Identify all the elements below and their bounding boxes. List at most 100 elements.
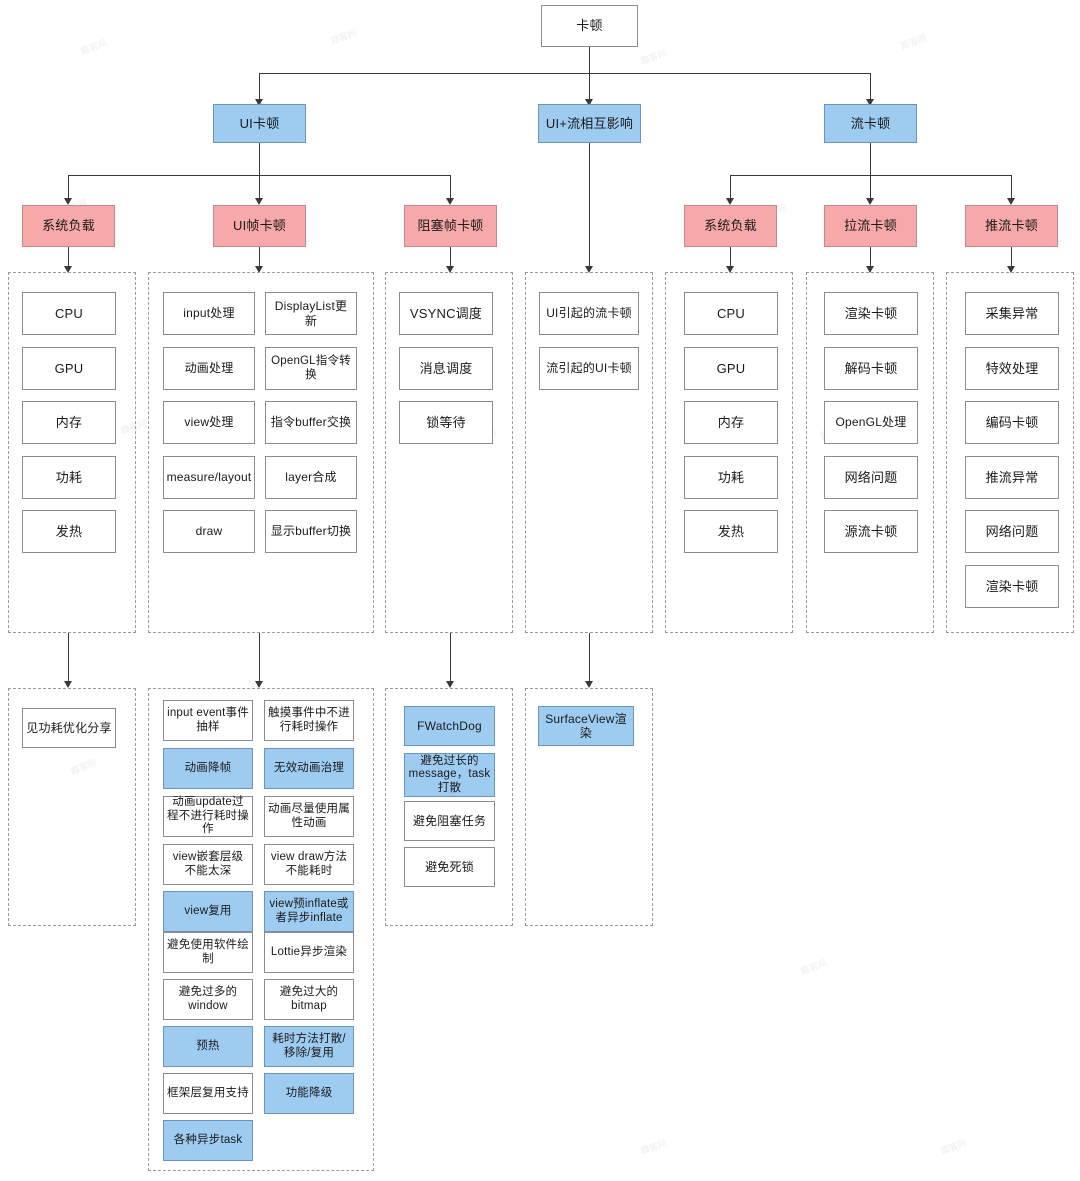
connector-ui-c3 [450, 175, 451, 201]
connector-red5-down [870, 247, 871, 269]
node-system-load-ui[interactable]: 系统负载 [22, 205, 115, 247]
leaf-label: DisplayList更新 [274, 299, 348, 328]
sol-avoid-large-bitmap[interactable]: 避免过大的bitmap [264, 979, 354, 1020]
node-pull-stream-stutter[interactable]: 拉流卡顿 [824, 205, 917, 247]
node-system-load-ui-label: 系统负载 [42, 218, 95, 234]
leaf-render-stutter-pull[interactable]: 渲染卡顿 [824, 292, 918, 335]
leaf-animation-process[interactable]: 动画处理 [163, 347, 255, 390]
node-ui-frame-stutter[interactable]: UI帧卡顿 [213, 205, 306, 247]
leaf-heat-stream[interactable]: 发热 [684, 510, 778, 553]
leaf-opengl-instruction-convert[interactable]: OpenGL指令转换 [265, 347, 357, 390]
sol-framework-reuse-support[interactable]: 框架层复用支持 [163, 1073, 253, 1114]
sol-no-heavy-work-in-touch[interactable]: 触摸事件中不进行耗时操作 [264, 700, 354, 741]
sol-avoid-deadlock[interactable]: 避免死锁 [404, 847, 495, 887]
leaf-push-abnormal[interactable]: 推流异常 [965, 456, 1059, 499]
leaf-cpu-ui[interactable]: CPU [22, 292, 116, 335]
connector-red4-down [730, 247, 731, 269]
leaf-cpu-stream[interactable]: CPU [684, 292, 778, 335]
leaf-ui-causes-stream-stutter[interactable]: UI引起的流卡顿 [539, 292, 639, 335]
leaf-label: 动画update过程不进行耗时操作 [167, 796, 249, 836]
leaf-memory-ui[interactable]: 内存 [22, 401, 116, 444]
leaf-display-buffer-swap[interactable]: 显示buffer切换 [265, 510, 357, 553]
leaf-network-issue-pull[interactable]: 网络问题 [824, 456, 918, 499]
leaf-opengl-process[interactable]: OpenGL处理 [824, 401, 918, 444]
sol-lottie-async-render[interactable]: Lottie异步渲染 [264, 932, 354, 973]
leaf-gpu-stream[interactable]: GPU [684, 347, 778, 390]
node-root[interactable]: 卡顿 [541, 5, 638, 47]
group-pull-stream-stutter [806, 272, 934, 633]
leaf-layer-composite[interactable]: layer合成 [265, 456, 357, 499]
sol-fwatchdog[interactable]: FWatchDog [404, 706, 495, 746]
sol-no-heavy-work-in-animation-update[interactable]: 动画update过程不进行耗时操作 [163, 796, 253, 837]
leaf-power-stream[interactable]: 功耗 [684, 456, 778, 499]
leaf-input-process[interactable]: input处理 [163, 292, 255, 335]
leaf-vsync-schedule[interactable]: VSYNC调度 [399, 292, 493, 335]
leaf-measure-layout[interactable]: measure/layout [163, 456, 255, 499]
sol-invalid-animation-governance[interactable]: 无效动画治理 [264, 748, 354, 789]
sol-shallow-view-hierarchy[interactable]: view嵌套层级不能太深 [163, 844, 253, 885]
leaf-label: input处理 [183, 306, 235, 321]
leaf-label: GPU [54, 360, 84, 376]
leaf-view-process[interactable]: view处理 [163, 401, 255, 444]
sol-animation-frame-drop[interactable]: 动画降帧 [163, 748, 253, 789]
leaf-network-issue-push[interactable]: 网络问题 [965, 510, 1059, 553]
sol-input-event-sampling[interactable]: input event事件抽样 [163, 700, 253, 741]
leaf-lock-wait[interactable]: 锁等待 [399, 401, 493, 444]
leaf-instruction-buffer-swap[interactable]: 指令buffer交换 [265, 401, 357, 444]
group-blocking-frame-stutter [385, 272, 513, 633]
sol-prefer-property-animation[interactable]: 动画尽量使用属性动画 [264, 796, 354, 837]
sol-avoid-too-many-windows[interactable]: 避免过多的window [163, 979, 253, 1020]
leaf-stream-causes-ui-stutter[interactable]: 流引起的UI卡顿 [539, 347, 639, 390]
leaf-label: 见功耗优化分享 [26, 720, 112, 735]
leaf-label: CPU [716, 305, 746, 321]
sol-feature-degradation[interactable]: 功能降级 [264, 1073, 354, 1114]
sol-power-optimization-share[interactable]: 见功耗优化分享 [22, 708, 116, 748]
sol-view-draw-not-heavy[interactable]: view draw方法不能耗时 [264, 844, 354, 885]
leaf-draw[interactable]: draw [163, 510, 255, 553]
leaf-label: view draw方法不能耗时 [270, 850, 348, 877]
node-push-stream-stutter[interactable]: 推流卡顿 [965, 205, 1058, 247]
connector-sol2-down [259, 633, 260, 683]
leaf-source-stream-stutter[interactable]: 源流卡顿 [824, 510, 918, 553]
leaf-capture-abnormal[interactable]: 采集异常 [965, 292, 1059, 335]
leaf-label: measure/layout [166, 470, 252, 485]
arrow-red1 [63, 266, 72, 273]
node-ui-stutter[interactable]: UI卡顿 [213, 104, 306, 143]
leaf-label: 显示buffer切换 [270, 524, 352, 539]
sol-heavy-method-split-remove-reuse[interactable]: 耗时方法打散/移除/复用 [264, 1026, 354, 1067]
connector-level2-bus [259, 73, 870, 74]
sol-view-reuse[interactable]: view复用 [163, 891, 253, 932]
leaf-gpu-ui[interactable]: GPU [22, 347, 116, 390]
leaf-displaylist-update[interactable]: DisplayList更新 [265, 292, 357, 335]
leaf-label: CPU [54, 305, 84, 321]
leaf-render-stutter-push[interactable]: 渲染卡顿 [965, 565, 1059, 608]
leaf-heat-ui[interactable]: 发热 [22, 510, 116, 553]
sol-surfaceview-render[interactable]: SurfaceView渲染 [538, 706, 634, 746]
leaf-label: 特效处理 [985, 360, 1039, 376]
leaf-label: OpenGL处理 [835, 415, 907, 430]
sol-preheat[interactable]: 预热 [163, 1026, 253, 1067]
leaf-memory-stream[interactable]: 内存 [684, 401, 778, 444]
sol-various-async-tasks[interactable]: 各种异步task [163, 1120, 253, 1161]
node-ui-stream-mixed[interactable]: UI+流相互影响 [538, 104, 641, 143]
leaf-message-schedule[interactable]: 消息调度 [399, 347, 493, 390]
node-system-load-stream[interactable]: 系统负载 [684, 205, 777, 247]
connector-stream-c3 [1011, 175, 1012, 201]
node-stream-stutter-label: 流卡顿 [850, 115, 891, 131]
leaf-label: 动画处理 [184, 361, 234, 376]
node-ui-stream-mixed-label: UI+流相互影响 [545, 115, 634, 131]
sol-avoid-software-rendering[interactable]: 避免使用软件绘制 [163, 932, 253, 973]
arrow-red6 [1006, 266, 1015, 273]
leaf-effect-process[interactable]: 特效处理 [965, 347, 1059, 390]
node-blocking-frame-stutter[interactable]: 阻塞帧卡顿 [404, 205, 497, 247]
leaf-encode-stutter[interactable]: 编码卡顿 [965, 401, 1059, 444]
sol-view-preinflate-async[interactable]: view预inflate或者异步inflate [264, 891, 354, 932]
connector-stream-down [870, 143, 871, 175]
arrow-red4 [725, 266, 734, 273]
sol-avoid-long-message-split-task[interactable]: 避免过长的message，task打散 [404, 753, 495, 797]
node-stream-stutter[interactable]: 流卡顿 [824, 104, 917, 143]
leaf-decode-stutter[interactable]: 解码卡顿 [824, 347, 918, 390]
leaf-power-ui[interactable]: 功耗 [22, 456, 116, 499]
sol-avoid-blocking-task[interactable]: 避免阻塞任务 [404, 801, 495, 841]
